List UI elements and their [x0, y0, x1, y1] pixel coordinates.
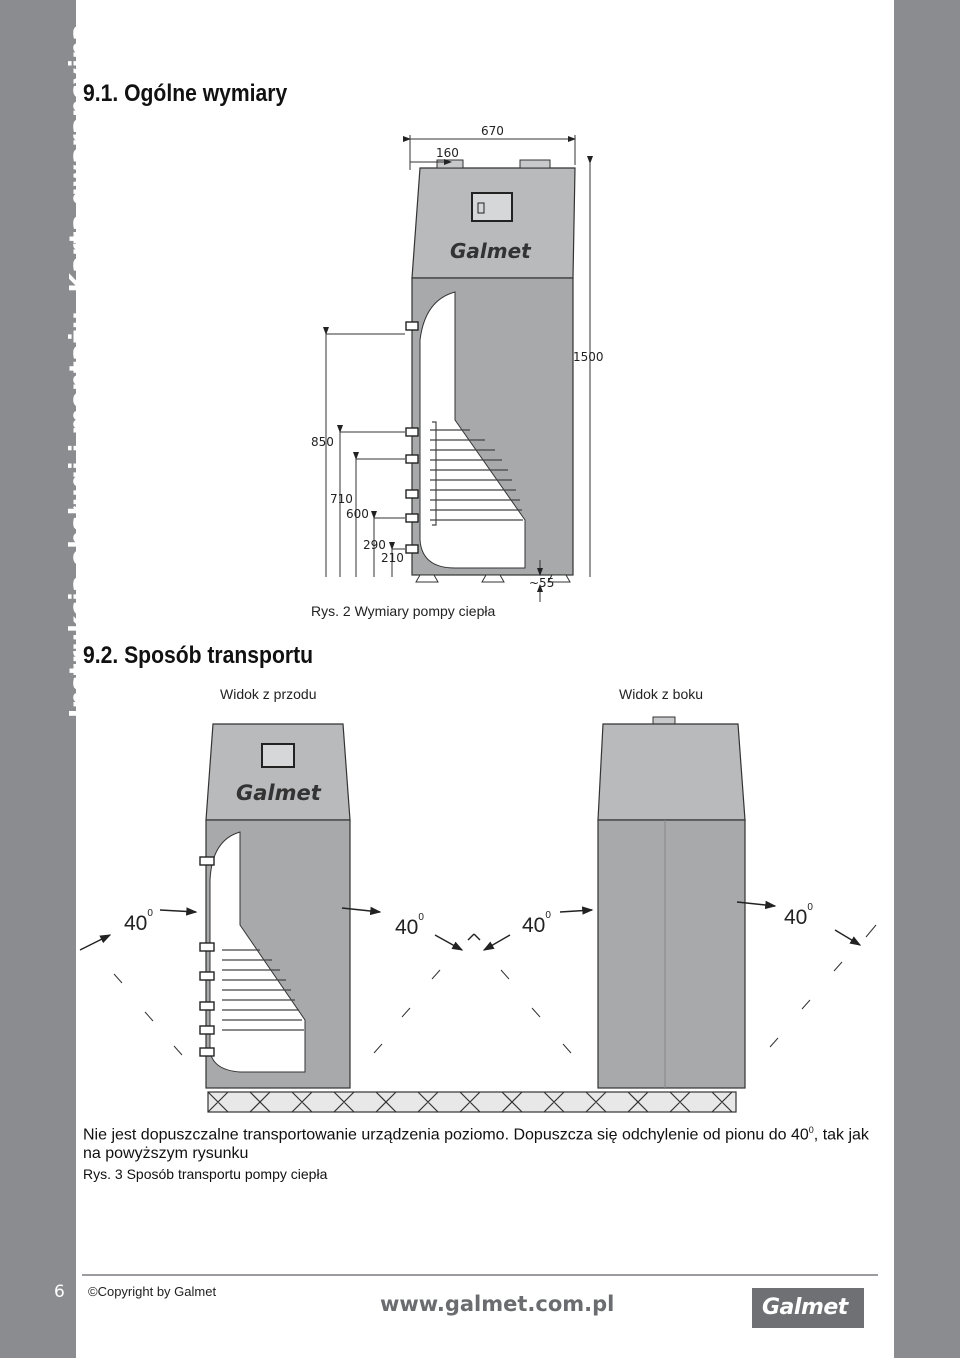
- left-sidebar: [0, 0, 76, 1358]
- angle-label-3: 400: [522, 910, 551, 937]
- dim-55: ~55: [529, 576, 555, 590]
- dim-210: 210: [381, 551, 404, 565]
- footer-logo-text: Galmet: [762, 1295, 848, 1320]
- website-link[interactable]: www.galmet.com.pl: [380, 1292, 615, 1316]
- tank-cutaway: [419, 291, 526, 569]
- heat-pump-dimension-drawing: Galmet: [323, 135, 593, 602]
- top-connector-left: [436, 159, 464, 169]
- top-connector-right: [519, 159, 551, 169]
- dim-290: 290: [363, 538, 386, 552]
- transport-front-view: Galmet: [199, 723, 351, 1089]
- section-heading-transport: 9.2. Sposób transportu: [83, 642, 314, 669]
- pipe-connectors: [405, 321, 419, 554]
- dim-670: 670: [481, 124, 504, 138]
- heating-coil: [430, 421, 523, 526]
- transport-pallet: [207, 1091, 737, 1113]
- transport-note: Nie jest dopuszczalne transportowanie ur…: [83, 1125, 869, 1163]
- dim-600: 600: [346, 507, 369, 521]
- footer-divider: [82, 1274, 878, 1276]
- dim-710: 710: [330, 492, 353, 506]
- front-view-label: Widok z przodu: [220, 686, 317, 702]
- transport-side-view: [597, 716, 746, 1089]
- side-view-label: Widok z boku: [619, 686, 704, 702]
- angle-label-4: 400: [784, 902, 813, 929]
- dim-1500: 1500: [573, 350, 604, 364]
- dim-850: 850: [311, 435, 334, 449]
- tilt-indicators: [79, 900, 862, 951]
- galmet-logo-front: Galmet: [236, 781, 322, 805]
- page-number: 6: [54, 1282, 65, 1302]
- control-panel-display: [471, 192, 513, 222]
- angle-label-1: 400: [124, 908, 153, 935]
- copyright-text: ©Copyright by Galmet: [88, 1284, 217, 1299]
- galmet-logo: Galmet: [450, 239, 532, 263]
- footer-logo: Galmet: [752, 1288, 864, 1328]
- right-sidebar: [894, 0, 960, 1358]
- section-heading-dimensions: 9.1. Ogólne wymiary: [83, 80, 288, 107]
- dim-160: 160: [436, 146, 459, 160]
- tilt-dashed-lines: [113, 924, 877, 1056]
- angle-label-2: 400: [395, 912, 424, 939]
- figure-3-caption: Rys. 3 Sposób transportu pompy ciepła: [83, 1166, 328, 1182]
- figure-2-caption: Rys. 2 Wymiary pompy ciepła: [311, 603, 496, 619]
